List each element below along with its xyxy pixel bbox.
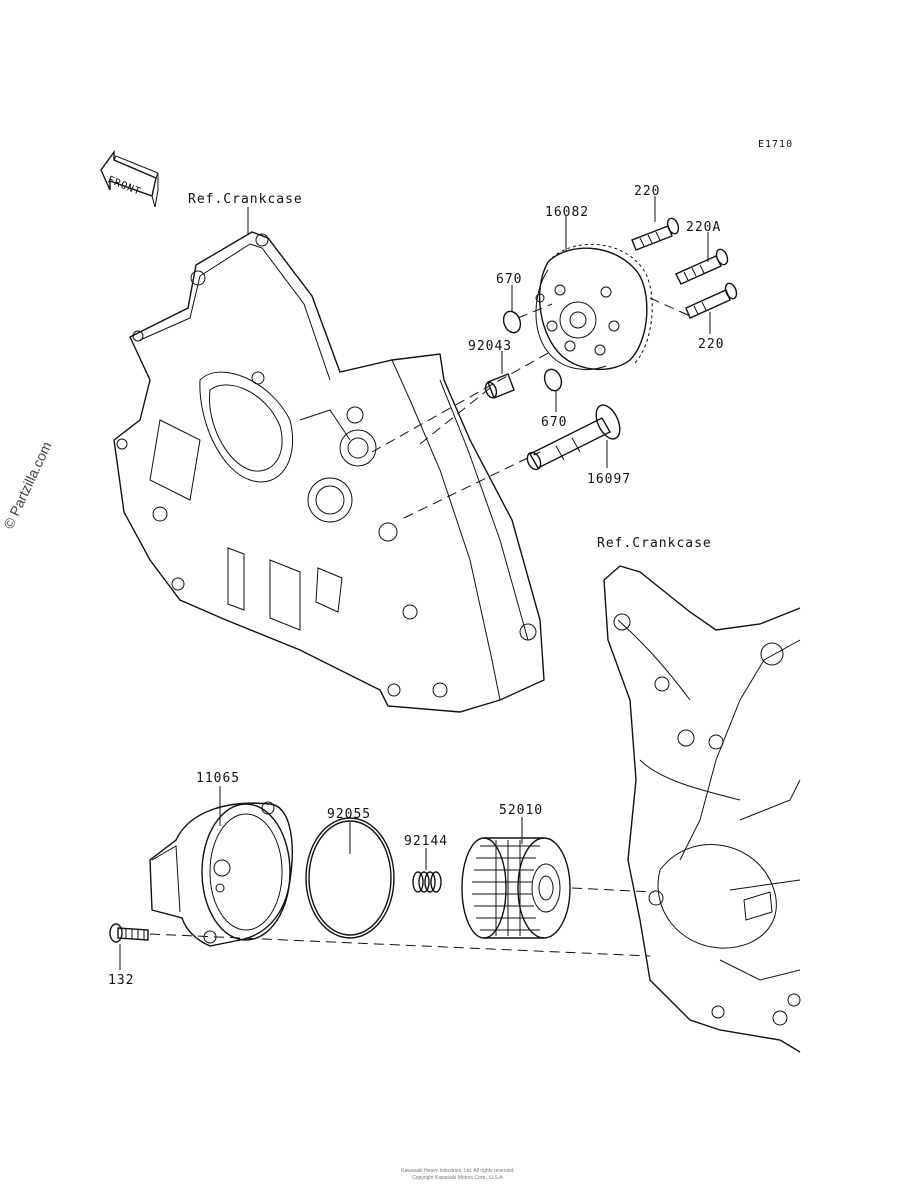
assembly-line-2 [403, 451, 541, 519]
bolt-220A [675, 248, 729, 285]
oring-92055 [305, 817, 395, 939]
part-label-16082: 16082 [545, 205, 589, 220]
part-label-92043: 92043 [468, 339, 512, 354]
part-label-16097: 16097 [587, 472, 631, 487]
oring-670-top [502, 310, 522, 334]
assembly-line-filter [571, 887, 655, 893]
crankcase-upper [113, 231, 545, 713]
assembly-line-3 [419, 387, 491, 445]
assembly-line-4 [649, 297, 691, 317]
part-label-92055: 92055 [327, 807, 371, 822]
watermark: © Partzilla.com [0, 439, 54, 531]
part-label-670-bottom: 670 [541, 415, 567, 430]
oring-670-bottom [543, 368, 563, 392]
part-label-220-top: 220 [634, 184, 660, 199]
assembly-line-bolt [149, 933, 651, 957]
oil-filter-52010 [461, 837, 571, 939]
oil-pump-shaft-16097 [526, 404, 621, 471]
oil-pump-gear-16082 [535, 243, 653, 371]
front-arrow-label: FRONT [106, 175, 143, 198]
bolt-220-right [685, 282, 738, 319]
front-arrow-icon: FRONT [100, 149, 159, 208]
assembly-line-5 [517, 303, 553, 319]
oil-filter-cover-11065 [149, 801, 293, 947]
part-label-52010: 52010 [499, 803, 543, 818]
bolt-132 [109, 923, 149, 943]
footer-line-2: Copyright Kawasaki Motors Corp., U.S.A. [412, 1175, 504, 1181]
assembly-line-1 [371, 351, 551, 453]
part-label-220-right: 220 [698, 337, 724, 352]
footer-line-1: Kawasaki Heavy Industries, Ltd. All righ… [401, 1168, 515, 1174]
diagram-code: E1710 [758, 139, 793, 150]
bolt-220-top [631, 217, 680, 251]
crankcase-lower [603, 565, 801, 1053]
dowel-pin-92043 [484, 373, 515, 399]
ref-crankcase-upper-label: Ref.Crankcase [188, 192, 303, 207]
part-label-220A: 220A [686, 220, 721, 235]
part-label-11065: 11065 [196, 771, 240, 786]
spring-92144 [412, 871, 442, 893]
part-label-132: 132 [108, 973, 134, 988]
ref-crankcase-lower-label: Ref.Crankcase [597, 536, 712, 551]
part-label-92144: 92144 [404, 834, 448, 849]
part-label-670-top: 670 [496, 272, 522, 287]
